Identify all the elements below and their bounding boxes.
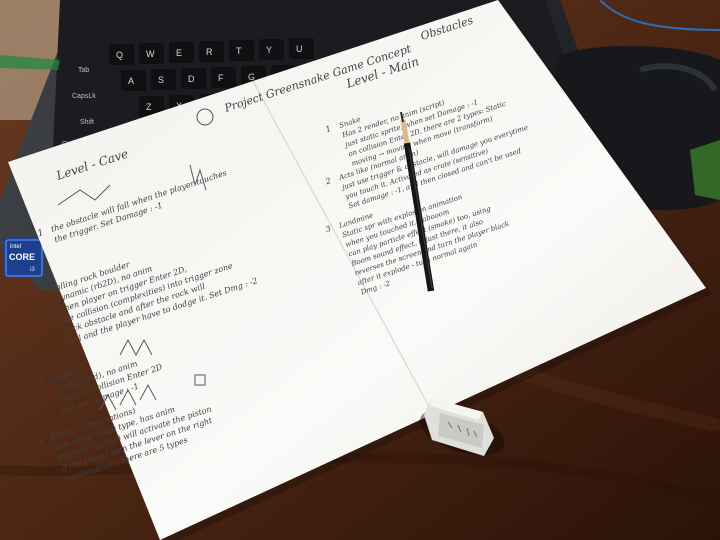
laptop-key: S (151, 69, 176, 90)
laptop-key: E (169, 42, 194, 63)
laptop-key: Y (259, 39, 284, 60)
laptop-key: T (229, 40, 254, 61)
pencil (400, 111, 435, 292)
laptop-key-label: Shift (80, 119, 94, 126)
laptop-key-label: S (158, 75, 164, 85)
note-item-number: 2 (324, 176, 333, 186)
laptop-key: W (139, 43, 164, 64)
laptop-key-label: E (176, 48, 182, 58)
laptop-key-label: W (146, 49, 155, 59)
laptop-key-label: R (206, 47, 213, 57)
laptop-key-label: CapsLk (72, 93, 96, 100)
laptop-key: R (199, 41, 224, 62)
note-item-number: 3 (325, 224, 333, 234)
badge-line: CORE (9, 252, 35, 262)
laptop-key-label: F (218, 73, 224, 83)
laptop-key: A (121, 70, 146, 91)
laptop-key-label: Tab (78, 67, 89, 74)
intel-badge: intel CORE i3 (4, 238, 44, 278)
laptop-key: D (181, 68, 206, 89)
laptop-key-label: Z (146, 102, 152, 112)
badge-tier: i3 (30, 267, 35, 273)
laptop-key-label: A (128, 76, 134, 86)
note-item-number: 4 (36, 436, 46, 448)
laptop-key-label: U (296, 44, 303, 54)
laptop-key-label: Y (266, 45, 272, 55)
note-item-number: 3 (37, 378, 46, 389)
laptop-key: F (211, 67, 236, 88)
badge-brand: intel (10, 244, 21, 250)
laptop-key-label: G (248, 72, 255, 82)
note-item-number: 1 (325, 124, 333, 134)
note-item-number: 2 (36, 288, 46, 300)
note-item-number: 1 (37, 228, 46, 239)
laptop-key-label: D (188, 74, 195, 84)
paper-sheet: Project Greensnake Game Concept Obstacle… (8, 0, 712, 540)
eraser (419, 398, 505, 456)
laptop-key-label: Q (116, 50, 123, 60)
laptop-key: Z (139, 96, 164, 117)
laptop-key: Q (109, 44, 134, 65)
laptop-key: U (289, 38, 314, 59)
laptop-key-label: T (236, 46, 242, 56)
